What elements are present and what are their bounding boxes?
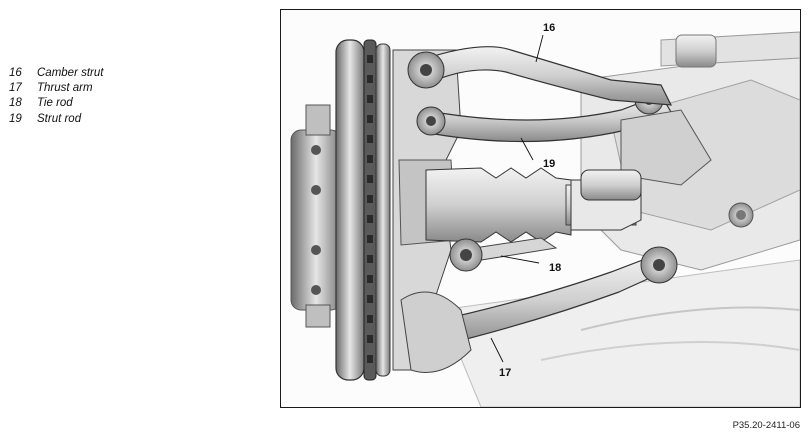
thrust-arm-17 (400, 246, 678, 373)
suspension-illustration (281, 10, 800, 407)
brake-disc (335, 39, 391, 381)
tie-rod-18 (449, 237, 558, 272)
callout-lines (490, 34, 544, 363)
legend-label: Camber strut (37, 67, 104, 79)
legend-number: 18 (9, 97, 22, 110)
callout-17: 17 (499, 367, 512, 379)
camber-strut-16 (407, 46, 673, 106)
legend-label: Strut rod (37, 112, 82, 125)
legend-label: Tie rod (37, 97, 73, 110)
legend-item: 18 Tie rod (9, 96, 103, 111)
legend-number: 16 (9, 67, 22, 79)
legend-number: 17 (9, 82, 22, 95)
hub-flange (290, 104, 342, 328)
figure-code: P35.20-2411-06 (732, 420, 800, 431)
callout-19: 19 (543, 158, 556, 170)
callout-18: 18 (549, 262, 562, 274)
legend-item: 17 Thrust arm (9, 81, 103, 96)
legend: 16 Camber strut 17 Thrust arm 18 Tie rod… (9, 66, 103, 127)
strut-rod-19 (416, 85, 712, 201)
callout-16: 16 (543, 22, 556, 34)
legend-label: Thrust arm (37, 82, 93, 95)
legend-item: 19 Strut rod (9, 112, 103, 127)
legend-number: 19 (9, 112, 22, 125)
suspension-figure: 16 19 18 17 (280, 9, 801, 408)
legend-item: 16 Camber strut (9, 66, 103, 81)
